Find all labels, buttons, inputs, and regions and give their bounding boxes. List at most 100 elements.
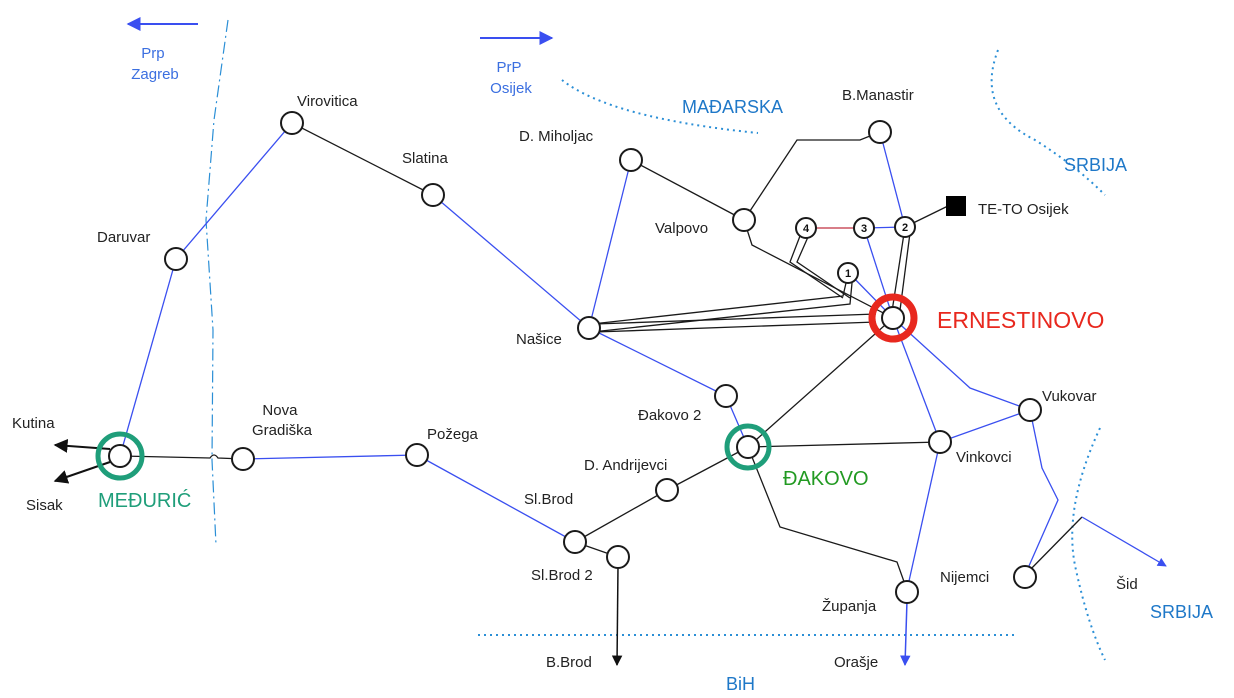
label-daruvar: Daruvar bbox=[97, 229, 150, 246]
line-nijemci-sid-link bbox=[1024, 516, 1083, 576]
line-sub2-ernestinovo-a bbox=[890, 226, 906, 319]
line-medjuric-nova-gradiska bbox=[119, 454, 244, 460]
label-nijemci: Nijemci bbox=[940, 569, 989, 586]
node-virovitica bbox=[280, 111, 304, 135]
node-djakovo bbox=[736, 435, 760, 459]
label-b-brod: B.Brod bbox=[546, 654, 592, 671]
label-zupanja: Županja bbox=[822, 598, 877, 615]
line-djakovo-ernestinovo bbox=[747, 317, 894, 448]
node-nova-gradiska bbox=[231, 447, 255, 471]
border-croatia-west bbox=[205, 19, 229, 546]
line-bmanastir-sub2 bbox=[879, 131, 906, 228]
hub-ernestinovo-label: ERNESTINOVO bbox=[937, 307, 1104, 333]
line-slbrod-andrijevci bbox=[574, 489, 668, 543]
arrow-sid bbox=[1081, 516, 1167, 567]
border-serbia-east bbox=[1071, 427, 1106, 661]
node-sub4 bbox=[795, 217, 817, 239]
node-daruvar bbox=[164, 247, 188, 271]
line-nasice-sub1-a bbox=[591, 282, 847, 325]
node-b-manastir bbox=[868, 120, 892, 144]
line-sub4-sub1-a bbox=[789, 235, 844, 299]
line-miholjac-valpovo bbox=[630, 159, 745, 221]
line-medjuric-daruvar bbox=[119, 258, 177, 457]
node-nasice bbox=[577, 316, 601, 340]
sub1-number: 1 bbox=[845, 268, 851, 280]
country-srbija-top: SRBIJA bbox=[1064, 155, 1127, 175]
label-pozega: Požega bbox=[427, 426, 479, 443]
label-djakovo2: Đakovo 2 bbox=[638, 407, 701, 424]
line-nasice-ernestinovo-b bbox=[594, 321, 877, 333]
country-madjarska: MAĐARSKA bbox=[682, 97, 783, 117]
node-sub1 bbox=[837, 262, 859, 284]
line-djakovo-vinkovci bbox=[747, 441, 941, 448]
label-zagreb: Prp Zagreb bbox=[131, 45, 179, 83]
label-osijek: PrP Osijek bbox=[490, 59, 532, 97]
label-virovitica: Virovitica bbox=[297, 93, 358, 110]
line-nasice-ernestinovo-a bbox=[594, 313, 877, 325]
label-te-to-osijek: TE-TO Osijek bbox=[978, 201, 1069, 218]
node-sl-brod bbox=[563, 530, 587, 554]
ernestinovo-ring bbox=[868, 293, 918, 343]
node-d-andrijevci bbox=[655, 478, 679, 502]
node-d-miholjac bbox=[619, 148, 643, 172]
line-miholjac-nasice bbox=[588, 159, 632, 329]
country-bih: BiH bbox=[726, 674, 755, 694]
line-vinkovci-vukovar bbox=[939, 409, 1031, 443]
node-nijemci bbox=[1013, 565, 1037, 589]
djakovo-ring bbox=[724, 423, 772, 471]
node-djakovo2 bbox=[714, 384, 738, 408]
node-valpovo bbox=[732, 208, 756, 232]
label-valpovo: Valpovo bbox=[655, 220, 708, 237]
label-vukovar: Vukovar bbox=[1042, 388, 1096, 405]
line-sub3-ernestinovo bbox=[863, 227, 894, 319]
node-ernestinovo bbox=[881, 306, 905, 330]
node-vukovar bbox=[1018, 398, 1042, 422]
line-vukovar-nijemci bbox=[1024, 409, 1059, 576]
node-pozega bbox=[405, 443, 429, 467]
node-vinkovci bbox=[928, 430, 952, 454]
hub-djakovo-label: ĐAKOVO bbox=[783, 468, 869, 490]
line-nova-gradiska-pozega bbox=[242, 454, 418, 460]
external-arrows bbox=[53, 17, 1167, 667]
line-sub4-sub1-b bbox=[796, 236, 851, 299]
label-sl-brod: Sl.Brod bbox=[524, 491, 573, 508]
node-zupanja bbox=[895, 580, 919, 604]
line-slatina-nasice bbox=[432, 194, 590, 329]
label-sid: Šid bbox=[1116, 576, 1138, 593]
line-virovitica-slatina bbox=[291, 122, 434, 196]
label-vinkovci: Vinkovci bbox=[956, 449, 1012, 466]
borders bbox=[205, 19, 1106, 661]
label-sl-brod2: Sl.Brod 2 bbox=[531, 567, 593, 584]
te-to-osijek-plant bbox=[946, 196, 966, 216]
label-d-andrijevci: D. Andrijevci bbox=[584, 457, 667, 474]
border-serbia-north bbox=[990, 49, 1106, 196]
label-sisak: Sisak bbox=[26, 497, 63, 514]
node-sub3 bbox=[853, 217, 875, 239]
line-nasice-djakovo2 bbox=[588, 327, 727, 397]
sub3-number: 3 bbox=[861, 223, 867, 235]
line-valpovo-bmanastir bbox=[743, 131, 881, 221]
node-sl-brod2 bbox=[606, 545, 630, 569]
line-sub2-ernestinovo-b bbox=[898, 232, 911, 319]
node-slatina bbox=[421, 183, 445, 207]
lines bbox=[119, 122, 1083, 591]
nodes bbox=[108, 111, 1042, 604]
line-daruvar-virovitica bbox=[175, 122, 293, 260]
label-slatina: Slatina bbox=[402, 150, 449, 167]
label-d-miholjac: D. Miholjac bbox=[519, 128, 594, 145]
label-kutina: Kutina bbox=[12, 415, 55, 432]
line-vinkovci-zupanja bbox=[906, 441, 941, 591]
label-nova-gradiska: Nova Gradiška bbox=[252, 402, 313, 439]
sub2-number: 2 bbox=[902, 222, 908, 234]
line-djakovo-zupanja bbox=[747, 446, 908, 591]
label-orasje: Orašje bbox=[834, 654, 878, 671]
arrow-b-brod bbox=[611, 565, 623, 667]
medjuric-ring bbox=[95, 431, 145, 481]
line-nasice-sub1-b bbox=[591, 282, 853, 333]
sub4-number: 4 bbox=[803, 223, 810, 235]
line-andrijevci-djakovo bbox=[666, 446, 749, 491]
hub-medjuric-label: MEĐURIĆ bbox=[98, 489, 191, 512]
label-nasice: Našice bbox=[516, 331, 562, 348]
node-sub2 bbox=[894, 216, 916, 238]
